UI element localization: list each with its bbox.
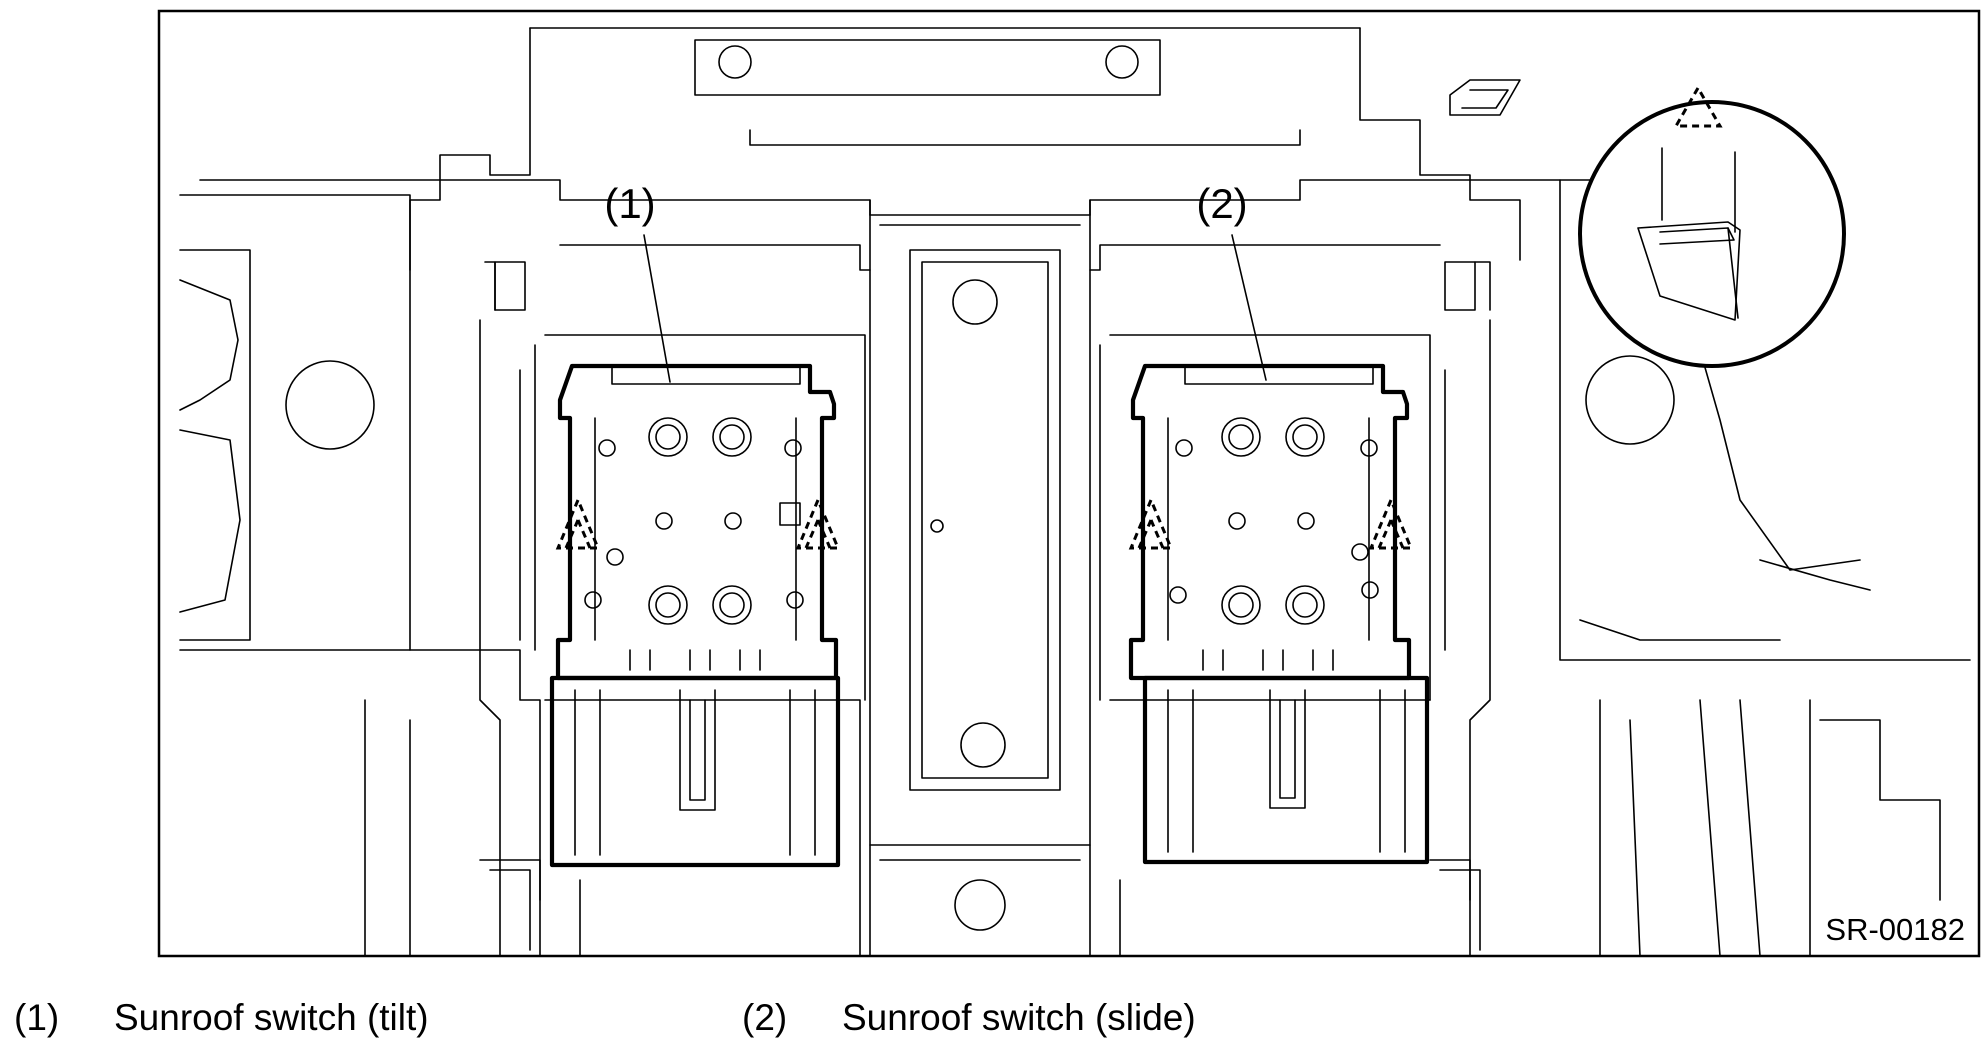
legend-number: (1) (14, 997, 60, 1038)
console-housing-lines (179, 27, 1971, 957)
sunroof-switch-slide (1128, 363, 1430, 865)
callout-label: (2) (1196, 180, 1247, 227)
legend-label: Sunroof switch (slide) (842, 997, 1196, 1038)
detail-inset (1578, 85, 1846, 368)
figure-frame (157, 9, 1981, 958)
legend-label: Sunroof switch (tilt) (114, 997, 429, 1038)
callout-leaders (643, 234, 1267, 383)
legend-number: (2) (742, 997, 788, 1038)
sunroof-switch-tilt (549, 363, 841, 868)
figure-code: SR-00182 (1825, 912, 1965, 947)
callout-label: (1) (604, 180, 655, 227)
